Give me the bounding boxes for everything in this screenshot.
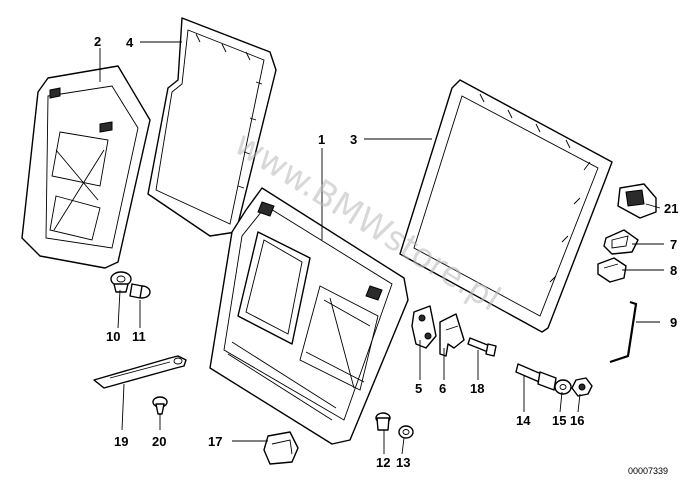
callout-10: 10	[106, 329, 120, 344]
callout-9: 9	[670, 315, 677, 330]
callout-13: 13	[396, 455, 410, 470]
part-3-large-frame	[399, 79, 613, 333]
callout-14: 14	[516, 413, 531, 428]
part-5-bracket	[411, 305, 437, 349]
callout-11: 11	[132, 329, 146, 344]
part-9-wire-rod	[609, 300, 638, 364]
part-2-backrest-panel	[21, 65, 151, 269]
callout-17: 17	[208, 434, 222, 449]
callout-12: 12	[376, 455, 390, 470]
callout-21: 21	[664, 201, 678, 216]
callout-19: 19	[114, 434, 128, 449]
callout-4: 4	[126, 35, 134, 50]
part-7-cover-cap	[603, 229, 639, 255]
part-10-grommet	[110, 271, 132, 293]
part-4-frame	[147, 17, 277, 237]
callout-18: 18	[470, 381, 484, 396]
callout-16: 16	[570, 413, 584, 428]
callout-15: 15	[552, 413, 566, 428]
part-20-screw	[152, 396, 168, 415]
part-13-ring	[398, 425, 414, 439]
part-11-push-pin	[129, 283, 151, 299]
callout-3: 3	[350, 132, 357, 147]
catalog-number: 00007339	[628, 466, 668, 476]
part-17-cap	[263, 431, 299, 465]
part-12-bushing	[375, 412, 391, 431]
part-18-bolt	[467, 337, 497, 357]
callout-7: 7	[670, 237, 677, 252]
part-8-clip	[597, 257, 627, 283]
callout-labels: 2 4 1 3 21 7 8 9 10 11 5 6 18 14 15 16 1…	[94, 34, 678, 470]
part-6-latch-bracket	[439, 313, 465, 357]
part-19-strap	[93, 355, 187, 389]
part-21-catch-housing	[617, 183, 657, 219]
callout-20: 20	[152, 434, 166, 449]
callout-1: 1	[318, 132, 325, 147]
callout-6: 6	[439, 381, 446, 396]
part-16-nut	[571, 377, 593, 397]
leader-lines	[99, 41, 664, 455]
callout-2: 2	[94, 34, 101, 49]
part-15-washer	[554, 379, 572, 395]
part-1-seat-back-panel	[209, 187, 409, 445]
part-14-shoulder-bolt	[515, 363, 557, 391]
callout-8: 8	[670, 263, 677, 278]
callout-5: 5	[415, 381, 422, 396]
